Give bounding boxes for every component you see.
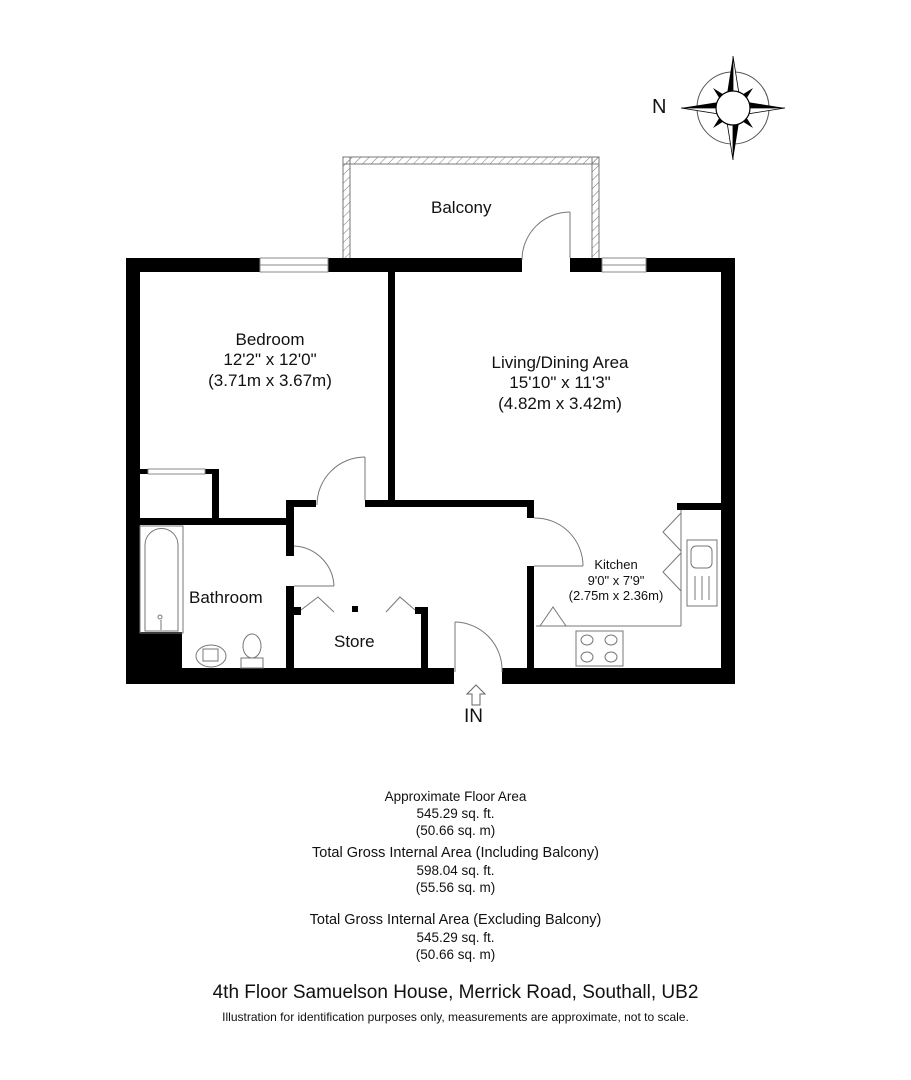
area-approx: Approximate Floor Area 545.29 sq. ft. (5… [0,788,911,839]
windows [147,257,647,475]
room-dim-metric: (2.75m x 2.36m) [568,588,664,604]
room-label-balcony: Balcony [431,198,492,217]
area-sqft: 545.29 sq. ft. [416,930,495,945]
disclaimer: Illustration for identification purposes… [222,1010,689,1024]
floor-plan [126,55,786,706]
area-sqm: (55.56 sq. m) [415,880,496,895]
area-incl-balcony: Total Gross Internal Area (Including Bal… [0,845,911,896]
walls [126,258,735,684]
area-title: Total Gross Internal Area (Excluding Bal… [309,912,602,928]
area-excl-balcony: Total Gross Internal Area (Excluding Bal… [0,912,911,963]
room-dim-imperial: 15'10" x 11'3" [509,373,611,393]
room-dim-metric: (4.82m x 3.42m) [498,393,622,413]
compass-rose-icon [680,55,786,161]
room-dim-imperial: 12'2" x 12'0" [223,350,317,370]
room-name: Living/Dining Area [491,353,629,372]
room-name: Kitchen [594,557,638,572]
doors [293,211,584,673]
kitchen-fixtures [536,510,718,667]
property-address: 4th Floor Samuelson House, Merrick Road,… [212,982,699,1003]
entrance-arrow-icon [465,684,487,706]
room-dim-imperial: 9'0" x 7'9" [587,572,645,588]
compass-north-label: N [652,96,667,118]
area-title: Approximate Floor Area [384,789,527,804]
area-sqm: (50.66 sq. m) [415,947,496,962]
room-label-bathroom: Bathroom [189,588,263,607]
area-title: Total Gross Internal Area (Including Bal… [312,845,599,861]
entrance-label: IN [464,706,483,727]
room-label-kitchen: Kitchen 9'0" x 7'9" (2.75m x 2.36m) [556,557,676,604]
area-sqm: (50.66 sq. m) [415,823,496,838]
room-label-bedroom: Bedroom 12'2" x 12'0" (3.71m x 3.67m) [170,330,370,391]
area-sqft: 545.29 sq. ft. [416,806,495,821]
room-label-living: Living/Dining Area 15'10" x 11'3" (4.82m… [455,353,665,414]
room-dim-metric: (3.71m x 3.67m) [208,370,332,390]
room-name: Bedroom [235,330,305,349]
area-sqft: 598.04 sq. ft. [416,863,495,878]
bath-fixtures [139,525,264,669]
room-label-store: Store [334,632,375,651]
